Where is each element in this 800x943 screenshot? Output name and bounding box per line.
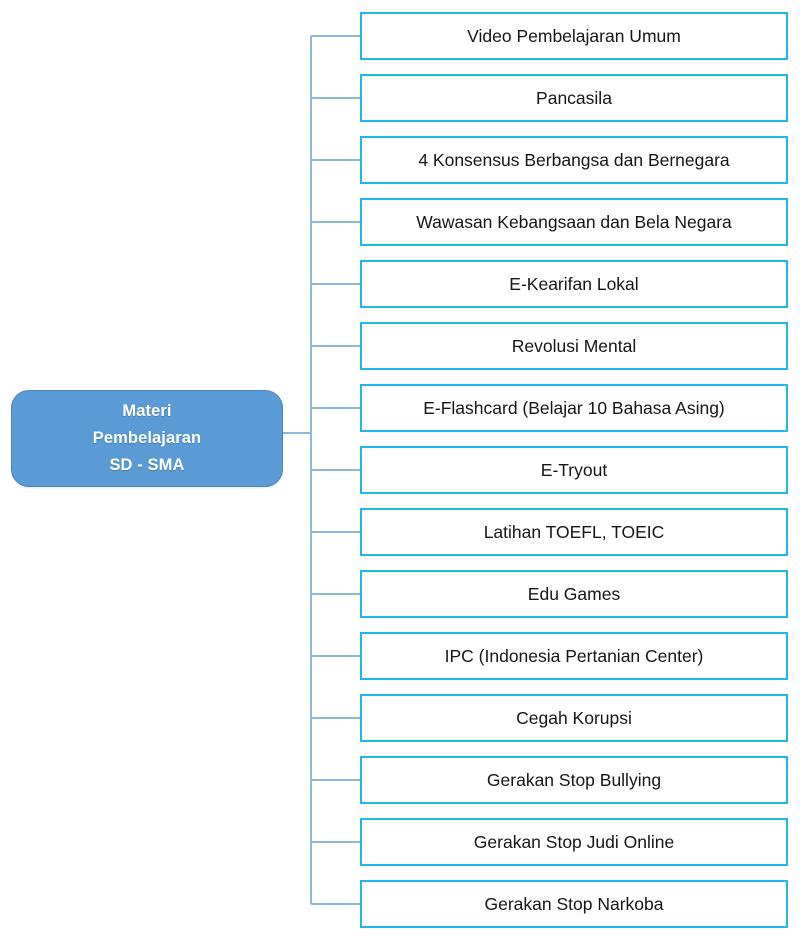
leaf-node[interactable]: Gerakan Stop Judi Online [360,818,788,866]
leaf-node-label: Gerakan Stop Bullying [486,769,662,790]
leaf-node[interactable]: Wawasan Kebangsaan dan Bela Negara [360,198,788,246]
leaf-node-label: 4 Konsensus Berbangsa dan Bernegara [418,149,730,170]
leaf-node-label: Video Pembelajaran Umum [467,25,681,46]
leaf-node[interactable]: Gerakan Stop Narkoba [360,880,788,928]
leaf-node[interactable]: 4 Konsensus Berbangsa dan Bernegara [360,136,788,184]
leaf-node-label: Gerakan Stop Judi Online [473,831,675,852]
leaf-node[interactable]: Cegah Korupsi [360,694,788,742]
leaf-node-label: E-Flashcard (Belajar 10 Bahasa Asing) [423,397,725,418]
leaf-node-label: Revolusi Mental [511,335,637,356]
leaf-node[interactable]: IPC (Indonesia Pertanian Center) [360,632,788,680]
leaf-node[interactable]: Video Pembelajaran Umum [360,12,788,60]
leaf-node[interactable]: E-Flashcard (Belajar 10 Bahasa Asing) [360,384,788,432]
leaf-node-label: E-Kearifan Lokal [509,273,639,294]
leaf-node[interactable]: E-Kearifan Lokal [360,260,788,308]
connector-group [283,35,360,905]
leaf-node[interactable]: Revolusi Mental [360,322,788,370]
leaf-node[interactable]: Latihan TOEFL, TOEIC [360,508,788,556]
leaf-node-label: Edu Games [527,583,621,604]
leaf-node[interactable]: E-Tryout [360,446,788,494]
leaf-node[interactable]: Edu Games [360,570,788,618]
leaf-node[interactable]: Pancasila [360,74,788,122]
leaf-node-label: Cegah Korupsi [516,707,632,728]
leaf-node-label: IPC (Indonesia Pertanian Center) [444,645,704,666]
root-node-label: Materi Pembelajaran SD - SMA [92,401,202,475]
leaf-node-label: E-Tryout [540,459,608,480]
leaf-node-label: Pancasila [536,87,612,108]
leaf-node-label: Wawasan Kebangsaan dan Bela Negara [416,211,732,232]
leaf-node-label: Latihan TOEFL, TOEIC [483,521,665,542]
root-node[interactable]: Materi Pembelajaran SD - SMA [11,390,283,487]
leaf-node-label: Gerakan Stop Narkoba [484,893,664,914]
leaf-node[interactable]: Gerakan Stop Bullying [360,756,788,804]
